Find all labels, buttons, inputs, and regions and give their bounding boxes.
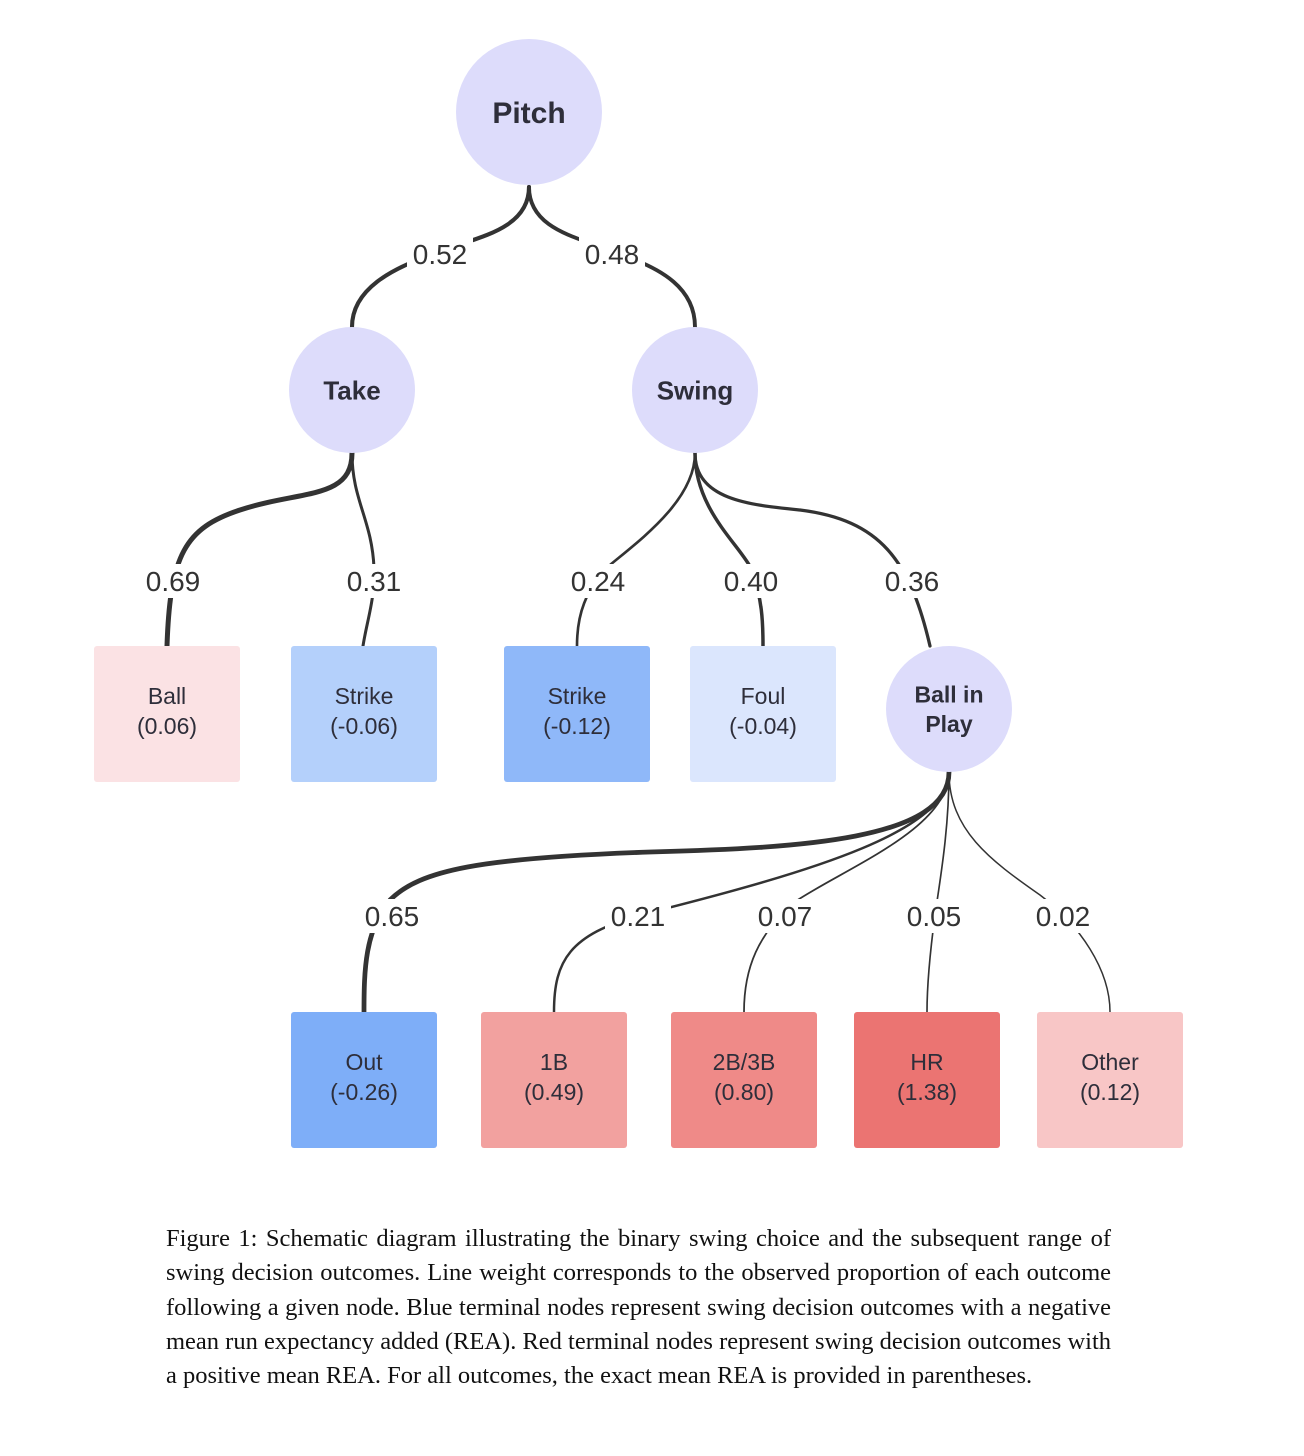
node-circle-take xyxy=(289,327,415,453)
outcome-name-strike-swing: Strike xyxy=(548,683,607,709)
edge-label-background xyxy=(879,564,945,598)
edge-bip-to-xbh xyxy=(743,771,950,1013)
outcome-box-xbh xyxy=(671,1012,817,1148)
outcome-rea-single: (0.49) xyxy=(524,1079,584,1105)
outcome-box-hr xyxy=(854,1012,1000,1148)
edge-label-background xyxy=(752,899,818,933)
edge-label-background xyxy=(579,237,645,271)
edge-label-pitch-to-take: 0.52 xyxy=(413,239,468,270)
outcome-name-single: 1B xyxy=(540,1049,568,1075)
edge-label-bip-to-other: 0.02 xyxy=(1036,901,1091,932)
node-circle-swing xyxy=(632,327,758,453)
outcome-name-ball: Ball xyxy=(148,683,186,709)
edge-swing-to-strike-swing xyxy=(575,451,697,648)
edge-label-background xyxy=(901,899,967,933)
edge-label-take-to-strike-take: 0.31 xyxy=(347,566,402,597)
outcome-box-single xyxy=(481,1012,627,1148)
edge-bip-to-out xyxy=(361,769,952,1015)
outcome-box-strike-take xyxy=(291,646,437,782)
outcome-box-out xyxy=(291,1012,437,1148)
decision-tree-diagram: 0.52 0.48 0.69 0.31 0.24 0.40 0.36 0.65 0.21 0.07… xyxy=(94,39,1183,1148)
outcome-name-other: Other xyxy=(1081,1049,1139,1075)
outcome-rea-strike-swing: (-0.12) xyxy=(543,713,611,739)
node-label-swing: Swing xyxy=(657,375,734,405)
node-label-take: Take xyxy=(323,375,380,405)
outcome-name-out: Out xyxy=(345,1049,383,1075)
outcome-rea-ball: (0.06) xyxy=(137,713,197,739)
edge-label-background xyxy=(605,899,671,933)
edge-bip-to-other xyxy=(948,771,1111,1013)
edge-take-to-ball xyxy=(164,450,355,649)
outcome-name-strike-take: Strike xyxy=(335,683,394,709)
edge-swing-to-bip xyxy=(693,451,932,648)
outcome-box-foul xyxy=(690,646,836,782)
edge-label-pitch-to-swing: 0.48 xyxy=(585,239,640,270)
edge-bip-to-single xyxy=(552,770,951,1014)
edges-layer xyxy=(164,184,1111,1015)
edge-label-bip-to-single: 0.21 xyxy=(611,901,666,932)
outcome-rea-xbh: (0.80) xyxy=(714,1079,774,1105)
outcome-rea-foul: (-0.04) xyxy=(729,713,797,739)
edge-label-swing-to-foul: 0.40 xyxy=(724,566,779,597)
outcome-name-xbh: 2B/3B xyxy=(713,1049,776,1075)
outcome-rea-other: (0.12) xyxy=(1080,1079,1140,1105)
outcome-rea-hr: (1.38) xyxy=(897,1079,957,1105)
outcome-rea-out: (-0.26) xyxy=(330,1079,398,1105)
outcomes-layer: Ball (0.06) Strike (-0.06) Strike (-0.12) Foul… xyxy=(94,646,1183,1148)
edge-label-swing-to-strike-swing: 0.24 xyxy=(571,566,626,597)
edge-labels-layer: 0.52 0.48 0.69 0.31 0.24 0.40 0.36 0.65 0.21 0.07… xyxy=(140,237,1096,933)
outcome-name-hr: HR xyxy=(910,1049,943,1075)
outcome-box-strike-swing xyxy=(504,646,650,782)
edge-take-to-strike-take xyxy=(350,451,376,648)
edge-label-background xyxy=(341,564,407,598)
edge-label-bip-to-xbh: 0.07 xyxy=(758,901,813,932)
outcome-rea-strike-take: (-0.06) xyxy=(330,713,398,739)
edge-label-background xyxy=(407,237,473,271)
edge-label-bip-to-hr: 0.05 xyxy=(907,901,962,932)
edge-label-background xyxy=(718,564,784,598)
edge-label-bip-to-out: 0.65 xyxy=(365,901,420,932)
node-circle-bip xyxy=(886,646,1012,772)
outcome-box-ball xyxy=(94,646,240,782)
outcome-name-foul: Foul xyxy=(741,683,786,709)
edge-label-swing-to-bip: 0.36 xyxy=(885,566,940,597)
edge-label-take-to-ball: 0.69 xyxy=(146,566,201,597)
edge-label-background xyxy=(1030,899,1096,933)
figure-caption: Figure 1: Schematic diagram illustrating… xyxy=(166,1225,1112,1390)
edge-label-background xyxy=(359,899,425,933)
outcome-box-other xyxy=(1037,1012,1183,1148)
edge-label-background xyxy=(565,564,631,598)
node-circle-pitch xyxy=(456,39,602,185)
edge-label-background xyxy=(140,564,206,598)
node-label-pitch: Pitch xyxy=(492,97,565,130)
